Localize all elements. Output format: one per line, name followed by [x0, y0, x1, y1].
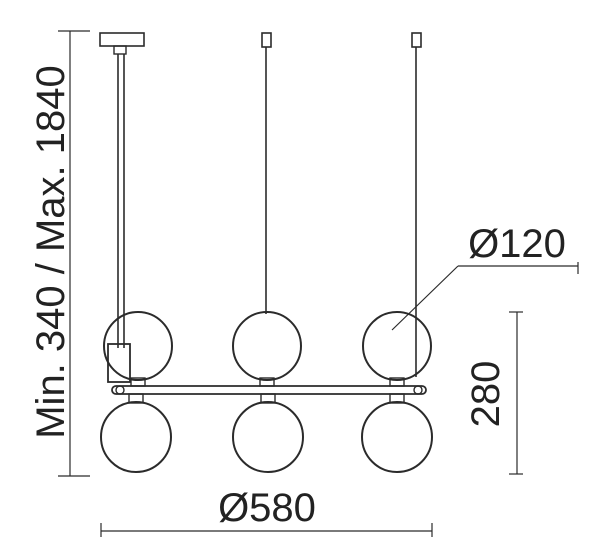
socket-lower-left	[128, 393, 144, 404]
globe-upper-right	[362, 311, 432, 381]
overall-width-dimension: Ø580	[100, 486, 433, 537]
socket-lower-middle	[260, 393, 276, 404]
fixture-height-dimension: 280	[464, 311, 523, 475]
wire-anchor-right	[411, 32, 422, 48]
fixture-height-label: 280	[464, 361, 508, 428]
globe-lower-right	[361, 401, 433, 473]
upper-globes	[103, 311, 432, 381]
globe-diameter-label: Ø120	[468, 222, 566, 266]
globe-upper-left	[103, 311, 173, 381]
globe-lower-left	[100, 401, 172, 473]
globe-upper-middle	[232, 311, 302, 381]
socket-upper-middle	[259, 377, 275, 387]
ceiling-canopy	[99, 32, 145, 47]
socket-upper-left	[130, 377, 146, 387]
bar-end-cap-left	[115, 385, 125, 395]
driver-box	[107, 343, 131, 383]
globe-diameter-callout: Ø120	[391, 222, 579, 331]
height-range-dimension: Min. 340 / Max. 1840	[29, 30, 90, 477]
height-range-label: Min. 340 / Max. 1840	[29, 65, 73, 439]
canopy-and-wires	[99, 32, 422, 377]
bar-end-cap-right	[413, 385, 423, 395]
wire-anchor-middle	[261, 32, 272, 48]
socket-lower-right	[389, 393, 405, 404]
globe-lower-middle	[232, 401, 304, 473]
fixture-bar	[107, 343, 427, 404]
horizontal-bar	[111, 385, 427, 395]
globe-diameter-leader-diagonal	[391, 265, 459, 331]
canopy-clamp	[113, 45, 127, 55]
overall-width-label: Ø580	[218, 486, 316, 530]
socket-upper-right	[389, 377, 405, 387]
lower-globes	[100, 401, 433, 473]
